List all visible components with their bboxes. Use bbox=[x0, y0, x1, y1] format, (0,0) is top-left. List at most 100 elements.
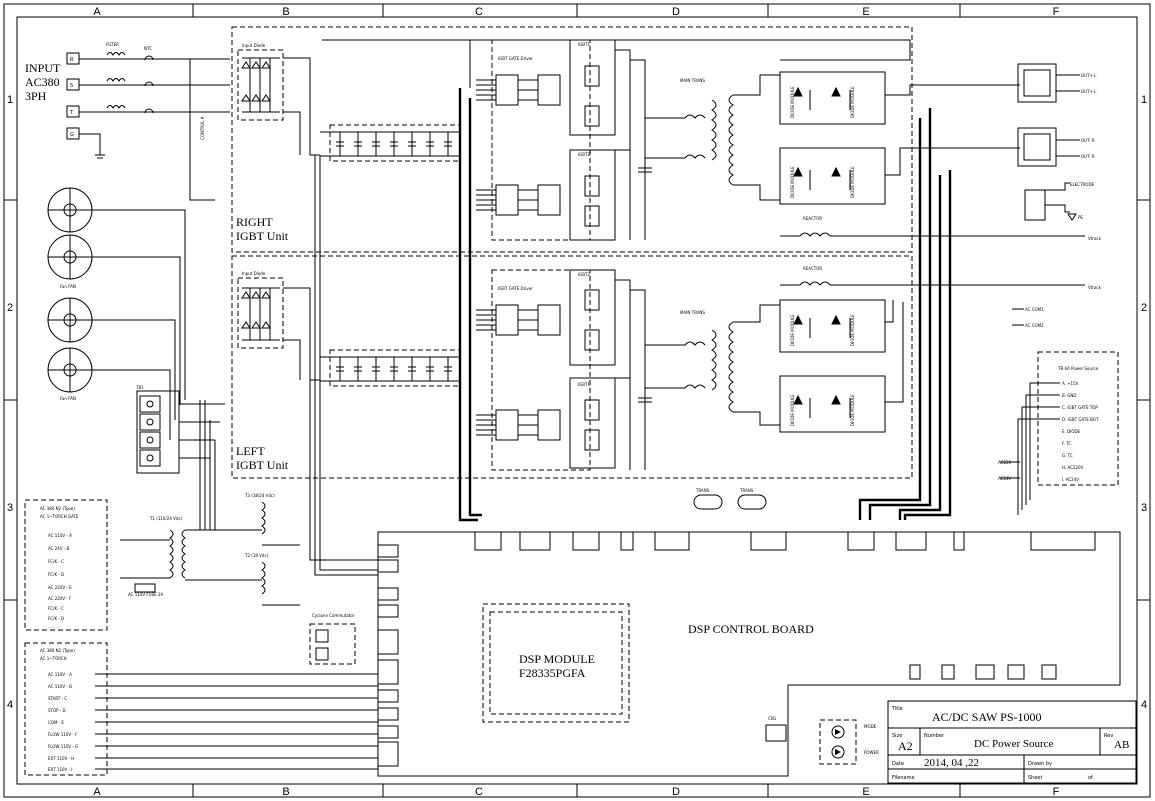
left-terminal-top-row-7: FC/K - C bbox=[48, 606, 64, 611]
size-label: Size bbox=[892, 733, 902, 739]
left-diode-label-3: DIODE MODULE bbox=[790, 394, 795, 426]
phase-s-label: S bbox=[70, 83, 73, 89]
right-igbt-unit-frame bbox=[231, 26, 913, 253]
left-terminal-bottom-row-1: AC 110V - A bbox=[48, 672, 72, 677]
left-terminal-bottom-title: AC 380 N2 (Type) bbox=[40, 648, 75, 653]
right-igbt1-label: IGBT1 bbox=[578, 42, 590, 47]
grid-row-right-1: 1 bbox=[1141, 94, 1147, 106]
left-reactor-label: REACTOR bbox=[803, 266, 822, 271]
grid-col-top-f: F bbox=[1053, 6, 1060, 18]
left-terminal-top-row-5: AC 220V - E bbox=[48, 585, 72, 590]
transformer-t3-label: T3 (18/24 Vdc) bbox=[244, 493, 275, 498]
right-gate-driver-label: IGBT GATE Driver bbox=[498, 56, 533, 61]
right-diode-label-2: DIODE MODULE bbox=[850, 86, 855, 118]
rev-value: AB bbox=[1114, 739, 1129, 751]
right-terminal-row-9: I. AC24V bbox=[1062, 477, 1079, 482]
grid-col-bottom-d: D bbox=[672, 786, 680, 798]
left-terminal-top-row-3: FC/K - C bbox=[48, 559, 64, 564]
output-label-accom1: AC COM1 bbox=[1025, 307, 1044, 312]
title-block: Title AC/DC SAW PS-1000 Size A2 Number D… bbox=[887, 700, 1137, 784]
left-terminal-top: AC 380 N2 (Type) AC 1~TORCH GATE AC 110V… bbox=[24, 499, 108, 631]
number-value: DC Power Source bbox=[974, 738, 1054, 750]
left-gate-driver: IGBT GATE Driver bbox=[476, 269, 591, 471]
fan-bottom-label: Fan FAN bbox=[60, 396, 76, 401]
right-main-transformer: MAIN TRANS bbox=[645, 74, 780, 201]
interconnect-wires-mid bbox=[309, 155, 378, 576]
control-a-label: CONTROL A bbox=[200, 116, 205, 140]
right-diode-modules: DIODE MODULE DIODE MODULE DIODE MODULE D… bbox=[779, 71, 1040, 237]
fan-2 bbox=[47, 234, 93, 280]
grid-col-bottom-e: E bbox=[862, 786, 869, 798]
left-diode-label-4: DIODE MODULE bbox=[850, 394, 855, 426]
right-terminal-row-8: H. AC220V bbox=[1062, 465, 1084, 470]
transformer-t2-label: T2 (18 Vdc) bbox=[244, 553, 269, 558]
left-unit-subtitle: IGBT Unit bbox=[236, 458, 289, 472]
title-label: Title bbox=[891, 706, 903, 712]
board-connectors-top bbox=[474, 531, 1096, 551]
left-terminal-bottom-row-9: EXT 110V - I bbox=[48, 767, 72, 772]
grid-row-left-4: 4 bbox=[7, 699, 13, 711]
grid-col-bottom-f: F bbox=[1053, 786, 1060, 798]
title-value: AC/DC SAW PS-1000 bbox=[932, 710, 1042, 724]
left-cap-bank bbox=[320, 349, 461, 387]
output-label-2: OUT+ L bbox=[1081, 89, 1097, 94]
right-unit-title: RIGHT bbox=[236, 215, 273, 229]
grid-col-top-e: E bbox=[862, 6, 869, 18]
left-input-diode: Input Diode bbox=[237, 271, 320, 381]
right-terminal-row-2: B. GND bbox=[1062, 393, 1076, 398]
left-terminal-top-row-9: . . . . . bbox=[48, 624, 59, 629]
phase-r-label: R bbox=[70, 57, 74, 63]
left-igbt-modules: IGBT2 IGBT1 bbox=[569, 269, 652, 470]
dsp-module-box bbox=[482, 603, 630, 723]
date-label: Date bbox=[892, 761, 904, 767]
left-igbt1-label: IGBT1 bbox=[578, 382, 590, 387]
left-terminal-bottom-row-7: FLOW 110V - G bbox=[48, 744, 78, 749]
mode-label: MODE bbox=[864, 724, 877, 729]
output-label-electrode: ELECTRODE bbox=[1070, 182, 1095, 187]
cn1-label: CN1 bbox=[768, 716, 777, 721]
grid-row-right-4: 4 bbox=[1141, 699, 1147, 711]
fan-1 bbox=[47, 187, 93, 233]
right-terminal-row-6: F. TC bbox=[1062, 441, 1071, 446]
output-terminals: OUT+ L OUT+ L OUT- R OUT- R ELECTRODE Vt… bbox=[998, 63, 1102, 481]
sensor-label-1: TRANS bbox=[695, 488, 710, 493]
grid-column-labels: A B C D E F A B C D E F bbox=[93, 6, 1059, 798]
left-main-transformer: MAIN TRANS bbox=[645, 304, 780, 426]
left-terminal-top-row-8: FC/K - D bbox=[48, 616, 64, 621]
thick-bus-wires bbox=[458, 88, 952, 522]
left-diode-modules: DIODE MODULE DIODE MODULE DIODE MODULE D… bbox=[779, 266, 1070, 433]
right-igbt-modules: IGBT1 IGBT2 bbox=[569, 39, 652, 241]
grid-col-bottom-a: A bbox=[93, 786, 101, 798]
dsp-control-board: DSP CONTROL BOARD DSP MODULE F28335PGFA … bbox=[309, 488, 1121, 777]
left-terminal-bottom-row-4: STOP - D bbox=[48, 708, 66, 713]
power-label: POWER bbox=[864, 750, 879, 755]
output-label-4: OUT- R bbox=[1081, 154, 1095, 159]
grid-col-top-c: C bbox=[475, 6, 483, 18]
grid-col-top-d: D bbox=[672, 6, 680, 18]
left-igbt-unit-frame bbox=[231, 255, 913, 479]
input-voltage: AC380 bbox=[25, 75, 60, 89]
right-terminal-list: TB 6A Power Source A. +15V B. GND C. IGB… bbox=[1017, 351, 1119, 515]
cyclone-label: Cyclone Commutator bbox=[312, 613, 355, 618]
left-terminal-top-row-1: AC 110V - A bbox=[48, 533, 72, 538]
right-input-diode-label: Input Diode bbox=[242, 43, 266, 48]
right-terminal-row-5: E. DIODE bbox=[1062, 429, 1081, 434]
left-terminal-top-title: AC 380 N2 (Type) bbox=[40, 506, 75, 511]
grid-row-labels: 1 2 3 4 1 2 3 4 bbox=[7, 94, 1147, 711]
left-input-diode-label: Input Diode bbox=[242, 271, 266, 276]
grid-row-left-1: 1 bbox=[7, 94, 13, 106]
left-terminal-bottom-row-6: FLOW 110V - F bbox=[48, 732, 78, 737]
dsp-board-title: DSP CONTROL BOARD bbox=[688, 622, 814, 636]
phase-t-label: T bbox=[69, 110, 74, 116]
left-igbt2-label: IGBT2 bbox=[578, 272, 590, 277]
fan-4 bbox=[47, 347, 93, 393]
right-diode-label-3: DIODE MODULE bbox=[790, 166, 795, 198]
fan-3 bbox=[47, 297, 93, 343]
left-diode-label-2: DIODE MODULE bbox=[850, 314, 855, 346]
right-igbt2-label: IGBT2 bbox=[578, 152, 590, 157]
output-label-vtrack-2: Vtrack bbox=[1088, 285, 1102, 290]
dsp-module-chip: F28335PGFA bbox=[519, 666, 586, 680]
left-terminal-bottom-row-3: START - C bbox=[48, 696, 67, 701]
grid-col-top-a: A bbox=[93, 6, 101, 18]
